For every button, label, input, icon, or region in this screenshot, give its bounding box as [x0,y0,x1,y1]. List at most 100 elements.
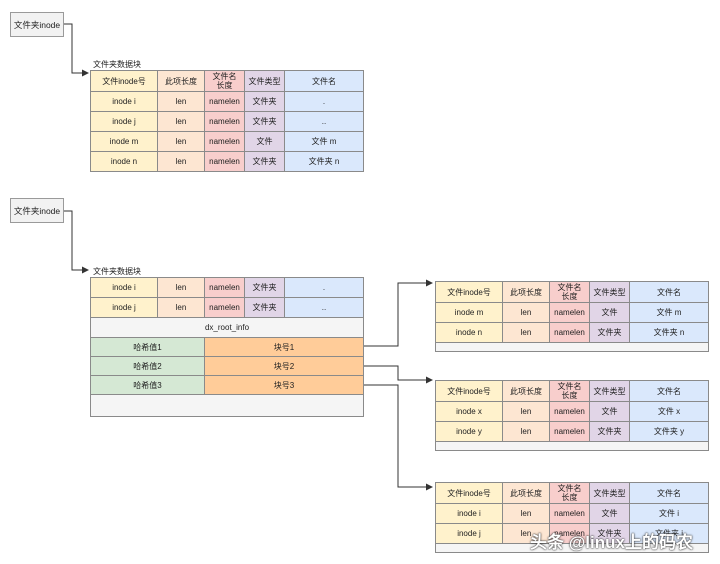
header-name: 文件名 [630,483,708,504]
cell-name: . [285,278,363,298]
cell-len: len [158,132,205,152]
arrow-hash1-to-block1 [364,279,433,347]
cell-name: 文件 m [285,132,363,152]
cell-namelen: namelen [205,92,245,112]
cell-namelen: namelen [550,323,590,343]
cell-inode: inode n [91,152,158,172]
cell-name: 文件夹 j [630,524,708,544]
header-inode: 文件inode号 [91,71,158,92]
cell-len: len [158,92,205,112]
cell-name: 文件夹 n [630,323,708,343]
cell-namelen: namelen [205,112,245,132]
cell-namelen: namelen [550,422,590,442]
folder-inode-box: 文件夹inode [10,198,64,223]
cell-len: len [158,278,205,298]
cell-len: len [158,298,205,318]
header-namelen: 文件名 长度 [550,483,590,504]
arrow-inode2-to-block [63,210,89,274]
cell-namelen: namelen [550,303,590,323]
arrow-inode1-to-block [63,23,89,77]
cell-inode: inode i [436,504,503,524]
cell-type: 文件 [245,132,285,152]
header-type: 文件类型 [590,381,630,402]
hash-value: 哈希值3 [91,376,205,395]
header-len: 此项长度 [503,381,550,402]
cell-inode: inode m [436,303,503,323]
table-header: 文件inode号此项长度文件名 长度文件类型文件名 [436,483,708,504]
header-inode: 文件inode号 [436,282,503,303]
cell-inode: inode j [91,298,158,318]
header-namelen: 文件名 长度 [550,381,590,402]
block-number: 块号3 [205,376,363,395]
cell-inode: inode j [91,112,158,132]
cell-name: 文件夹 y [630,422,708,442]
cell-name: 文件 m [630,303,708,323]
cell-namelen: namelen [550,504,590,524]
header-type: 文件类型 [590,282,630,303]
arrow-hash2-to-block2 [364,365,433,384]
cell-name: 文件 i [630,504,708,524]
cell-type: 文件夹 [590,524,630,544]
cell-len: len [503,402,550,422]
cell-len: len [158,112,205,132]
cell-inode: inode i [91,92,158,112]
cell-inode: inode y [436,422,503,442]
cell-len: len [503,323,550,343]
cell-name: .. [285,112,363,132]
cell-type: 文件夹 [245,92,285,112]
arrow-hash3-to-block3 [364,384,433,491]
cell-type: 文件夹 [245,298,285,318]
header-type: 文件类型 [590,483,630,504]
folder-data-block-caption: 文件夹数据块 [93,60,141,69]
cell-inode: inode i [91,278,158,298]
dx-root-info-row: dx_root_info [91,318,363,338]
header-name: 文件名 [630,381,708,402]
hash-value: 哈希值2 [91,357,205,376]
cell-len: len [503,504,550,524]
cell-name: .. [285,298,363,318]
cell-namelen: namelen [550,402,590,422]
cell-type: 文件 [590,303,630,323]
cell-type: 文件 [590,504,630,524]
cell-type: 文件 [590,402,630,422]
cell-inode: inode m [91,132,158,152]
block-number: 块号2 [205,357,363,376]
cell-len: len [158,152,205,172]
header-type: 文件类型 [245,71,285,92]
dx-root-info: dx_root_info [91,318,363,338]
table-header: 文件inode号此项长度文件名 长度文件类型文件名 [436,282,708,303]
header-len: 此项长度 [503,282,550,303]
folder-inode-label: 文件夹inode [13,205,61,216]
hash-value: 哈希值1 [91,338,205,357]
header-len: 此项长度 [503,483,550,504]
header-namelen: 文件名 长度 [550,282,590,303]
cell-type: 文件夹 [245,152,285,172]
cell-type: 文件夹 [590,422,630,442]
table-header: 文件inode号此项长度文件名 长度文件类型文件名 [436,381,708,402]
cell-type: 文件夹 [590,323,630,343]
cell-namelen: namelen [550,524,590,544]
folder-data-block-caption: 文件夹数据块 [93,267,141,276]
cell-inode: inode x [436,402,503,422]
cell-inode: inode n [436,323,503,343]
header-inode: 文件inode号 [436,381,503,402]
cell-namelen: namelen [205,132,245,152]
folder-inode-label: 文件夹inode [13,19,61,30]
header-name: 文件名 [285,71,363,92]
